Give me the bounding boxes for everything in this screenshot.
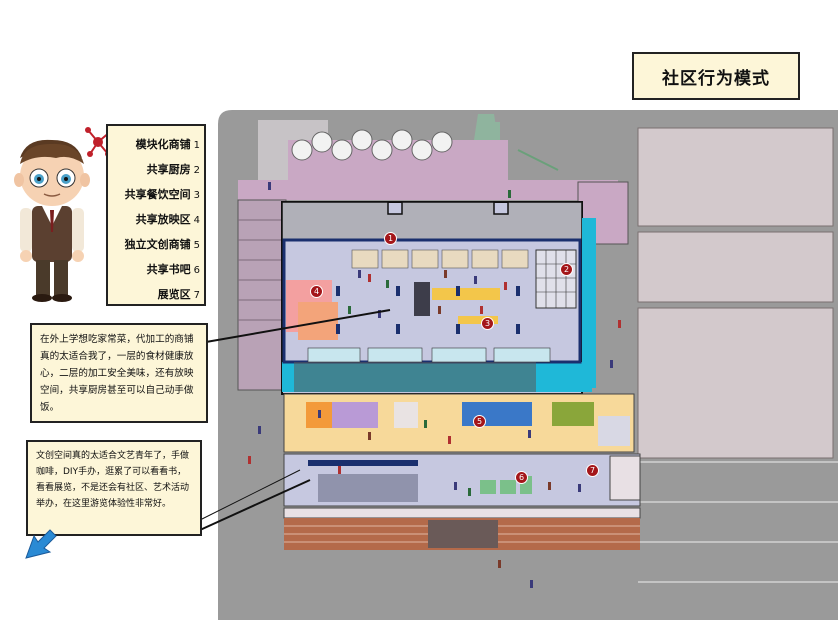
shop-unit [598, 416, 630, 446]
zone-marker: 5 [473, 415, 486, 428]
exhibition-room [609, 455, 641, 501]
building-block [637, 307, 834, 459]
stall-row [351, 249, 529, 269]
shop-unit [332, 402, 378, 428]
gallery-wall [308, 460, 418, 466]
cartoon-character-icon [14, 139, 90, 302]
zone-marker: 6 [515, 471, 528, 484]
tree-canopy [474, 114, 498, 140]
zone-marker: 7 [586, 464, 599, 477]
zone-marker: 1 [384, 232, 397, 245]
page-title: 社区行为模式 [632, 52, 800, 100]
roof-band [281, 201, 583, 241]
stairs [237, 199, 287, 391]
dining-table [432, 288, 500, 300]
tree-row [291, 129, 453, 161]
building-block [637, 231, 834, 303]
gallery-void [318, 474, 418, 502]
shop-unit [552, 402, 594, 426]
pointer-arrow-icon [25, 529, 57, 559]
shop-unit [394, 402, 418, 428]
dining-table [458, 316, 498, 324]
atrium-void [414, 282, 430, 316]
courtyard [294, 362, 536, 392]
shrub-line [517, 149, 559, 171]
building-block [637, 127, 834, 227]
terrace [238, 180, 618, 200]
zone-marker: 2 [560, 263, 573, 276]
canopy [283, 507, 641, 519]
entrance [428, 520, 498, 548]
zone-screening [298, 302, 338, 340]
kitchen-grid [536, 250, 576, 308]
zone-marker: 3 [481, 317, 494, 330]
water-strip [582, 218, 596, 388]
resident-comment-culture: 文创空间真的太适合文艺青年了，手做咖啡，DIY手办，逛累了可以看看书，看看展览，… [26, 440, 202, 536]
stairs-lines [238, 219, 286, 321]
zone-marker: 4 [310, 285, 323, 298]
parking-lines [638, 461, 838, 583]
site-plan [218, 110, 838, 620]
resident-comment-food: 在外上学想吃家常菜，代加工的商铺真的太适合我了，一层的食材健康放心，二层的加工安… [30, 323, 208, 423]
